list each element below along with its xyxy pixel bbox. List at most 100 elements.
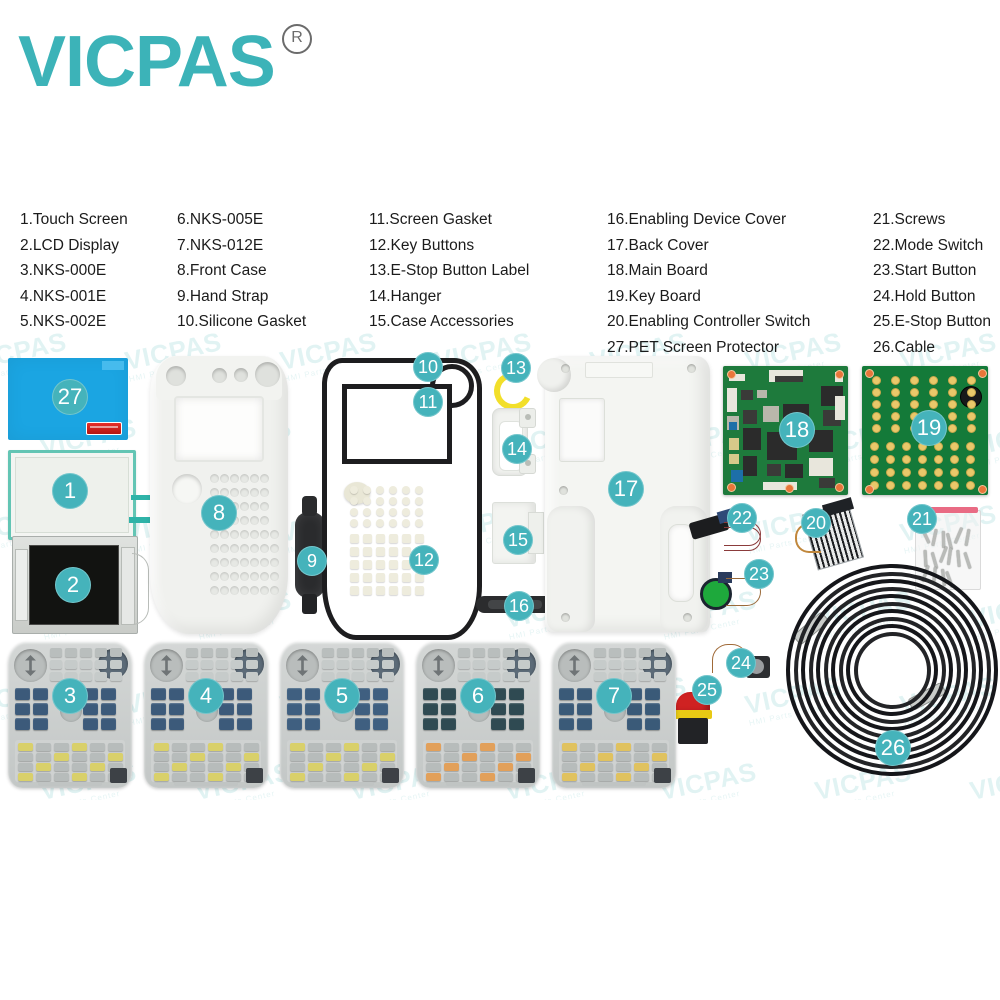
keypad-key[interactable]: [594, 660, 606, 669]
keypad-key[interactable]: [246, 672, 258, 681]
keypad-axis-key[interactable]: [237, 688, 252, 700]
keypad-key[interactable]: [54, 763, 69, 771]
keypad-axis-key[interactable]: [559, 688, 574, 700]
keypad-axis-key[interactable]: [627, 703, 642, 715]
keypad-key[interactable]: [172, 743, 187, 751]
keypad-key[interactable]: [226, 753, 241, 761]
keypad-key[interactable]: [90, 763, 105, 771]
keypad-key[interactable]: [36, 753, 51, 761]
keypad-key[interactable]: [598, 753, 613, 761]
keypad-key[interactable]: [473, 648, 485, 657]
keypad-key[interactable]: [322, 672, 334, 681]
keypad-key[interactable]: [18, 763, 33, 771]
keypad-axis-key[interactable]: [423, 718, 438, 730]
keypad-key[interactable]: [518, 648, 530, 657]
keypad-key[interactable]: [382, 672, 394, 681]
keypad-axis-key[interactable]: [305, 718, 320, 730]
keypad-axis-key[interactable]: [645, 703, 660, 715]
keypad-axis-key[interactable]: [441, 688, 456, 700]
keypad-key[interactable]: [226, 743, 241, 751]
keypad-key[interactable]: [231, 672, 243, 681]
keypad-key[interactable]: [308, 763, 323, 771]
keypad-key[interactable]: [226, 763, 241, 771]
keypad-key[interactable]: [562, 763, 577, 771]
keypad-key[interactable]: [110, 672, 122, 681]
keypad-key[interactable]: [18, 773, 33, 781]
keypad-key[interactable]: [208, 763, 223, 771]
keypad-key[interactable]: [172, 763, 187, 771]
keypad-key[interactable]: [322, 648, 334, 657]
keypad-key[interactable]: [480, 763, 495, 771]
keypad-key[interactable]: [290, 763, 305, 771]
keypad-key[interactable]: [458, 660, 470, 669]
keypad-key[interactable]: [654, 672, 666, 681]
keypad-key[interactable]: [186, 648, 198, 657]
keypad-key[interactable]: [362, 743, 377, 751]
keypad-key[interactable]: [231, 660, 243, 669]
keypad-key[interactable]: [72, 743, 87, 751]
keypad-key[interactable]: [634, 773, 649, 781]
keypad-key[interactable]: [208, 773, 223, 781]
keypad-key[interactable]: [186, 672, 198, 681]
keypad-key[interactable]: [290, 753, 305, 761]
keypad-key[interactable]: [90, 753, 105, 761]
keypad-key[interactable]: [190, 743, 205, 751]
keypad-key[interactable]: [108, 753, 123, 761]
keypad-key[interactable]: [344, 763, 359, 771]
keypad-axis-key[interactable]: [169, 688, 184, 700]
keypad-axis-key[interactable]: [219, 703, 234, 715]
keypad-key[interactable]: [380, 753, 395, 761]
keypad-key[interactable]: [201, 660, 213, 669]
keypad-key[interactable]: [80, 648, 92, 657]
keypad-key[interactable]: [337, 660, 349, 669]
keypad-key[interactable]: [444, 743, 459, 751]
keypad-key[interactable]: [634, 753, 649, 761]
keypad-key[interactable]: [594, 648, 606, 657]
keypad-key[interactable]: [444, 773, 459, 781]
keypad-key[interactable]: [462, 773, 477, 781]
keypad-key[interactable]: [362, 773, 377, 781]
keypad-key[interactable]: [516, 753, 531, 761]
keypad-key[interactable]: [480, 773, 495, 781]
keypad-key[interactable]: [498, 773, 513, 781]
keypad-dpad[interactable]: [150, 649, 183, 682]
keypad-axis-key[interactable]: [423, 703, 438, 715]
keypad-key[interactable]: [488, 672, 500, 681]
keypad-key[interactable]: [503, 672, 515, 681]
keypad-key[interactable]: [498, 753, 513, 761]
keypad-key[interactable]: [186, 660, 198, 669]
keypad-enter-key[interactable]: [518, 768, 535, 783]
keypad-key[interactable]: [308, 743, 323, 751]
keypad-axis-key[interactable]: [373, 688, 388, 700]
keypad-key[interactable]: [624, 672, 636, 681]
keypad-key[interactable]: [616, 773, 631, 781]
keypad-axis-key[interactable]: [645, 718, 660, 730]
keypad-axis-key[interactable]: [15, 718, 30, 730]
keypad-key[interactable]: [216, 648, 228, 657]
keypad-key[interactable]: [594, 672, 606, 681]
keypad-key[interactable]: [208, 743, 223, 751]
keypad-key[interactable]: [654, 648, 666, 657]
keypad-key[interactable]: [216, 660, 228, 669]
keypad-key[interactable]: [580, 763, 595, 771]
keypad-axis-key[interactable]: [577, 703, 592, 715]
keypad-axis-key[interactable]: [287, 688, 302, 700]
keypad-axis-key[interactable]: [491, 703, 506, 715]
keypad-key[interactable]: [54, 743, 69, 751]
keypad-axis-key[interactable]: [559, 718, 574, 730]
keypad-key[interactable]: [462, 743, 477, 751]
keypad-key[interactable]: [290, 743, 305, 751]
keypad-axis-key[interactable]: [509, 718, 524, 730]
keypad-axis-key[interactable]: [423, 688, 438, 700]
keypad-axis-key[interactable]: [169, 703, 184, 715]
keypad-axis-key[interactable]: [509, 703, 524, 715]
keypad-key[interactable]: [652, 743, 667, 751]
keypad-key[interactable]: [458, 672, 470, 681]
keypad-key[interactable]: [382, 648, 394, 657]
keypad-key[interactable]: [634, 743, 649, 751]
keypad-key[interactable]: [352, 672, 364, 681]
keypad-key[interactable]: [488, 660, 500, 669]
keypad-key[interactable]: [95, 660, 107, 669]
keypad-key[interactable]: [308, 773, 323, 781]
keypad-key[interactable]: [616, 763, 631, 771]
